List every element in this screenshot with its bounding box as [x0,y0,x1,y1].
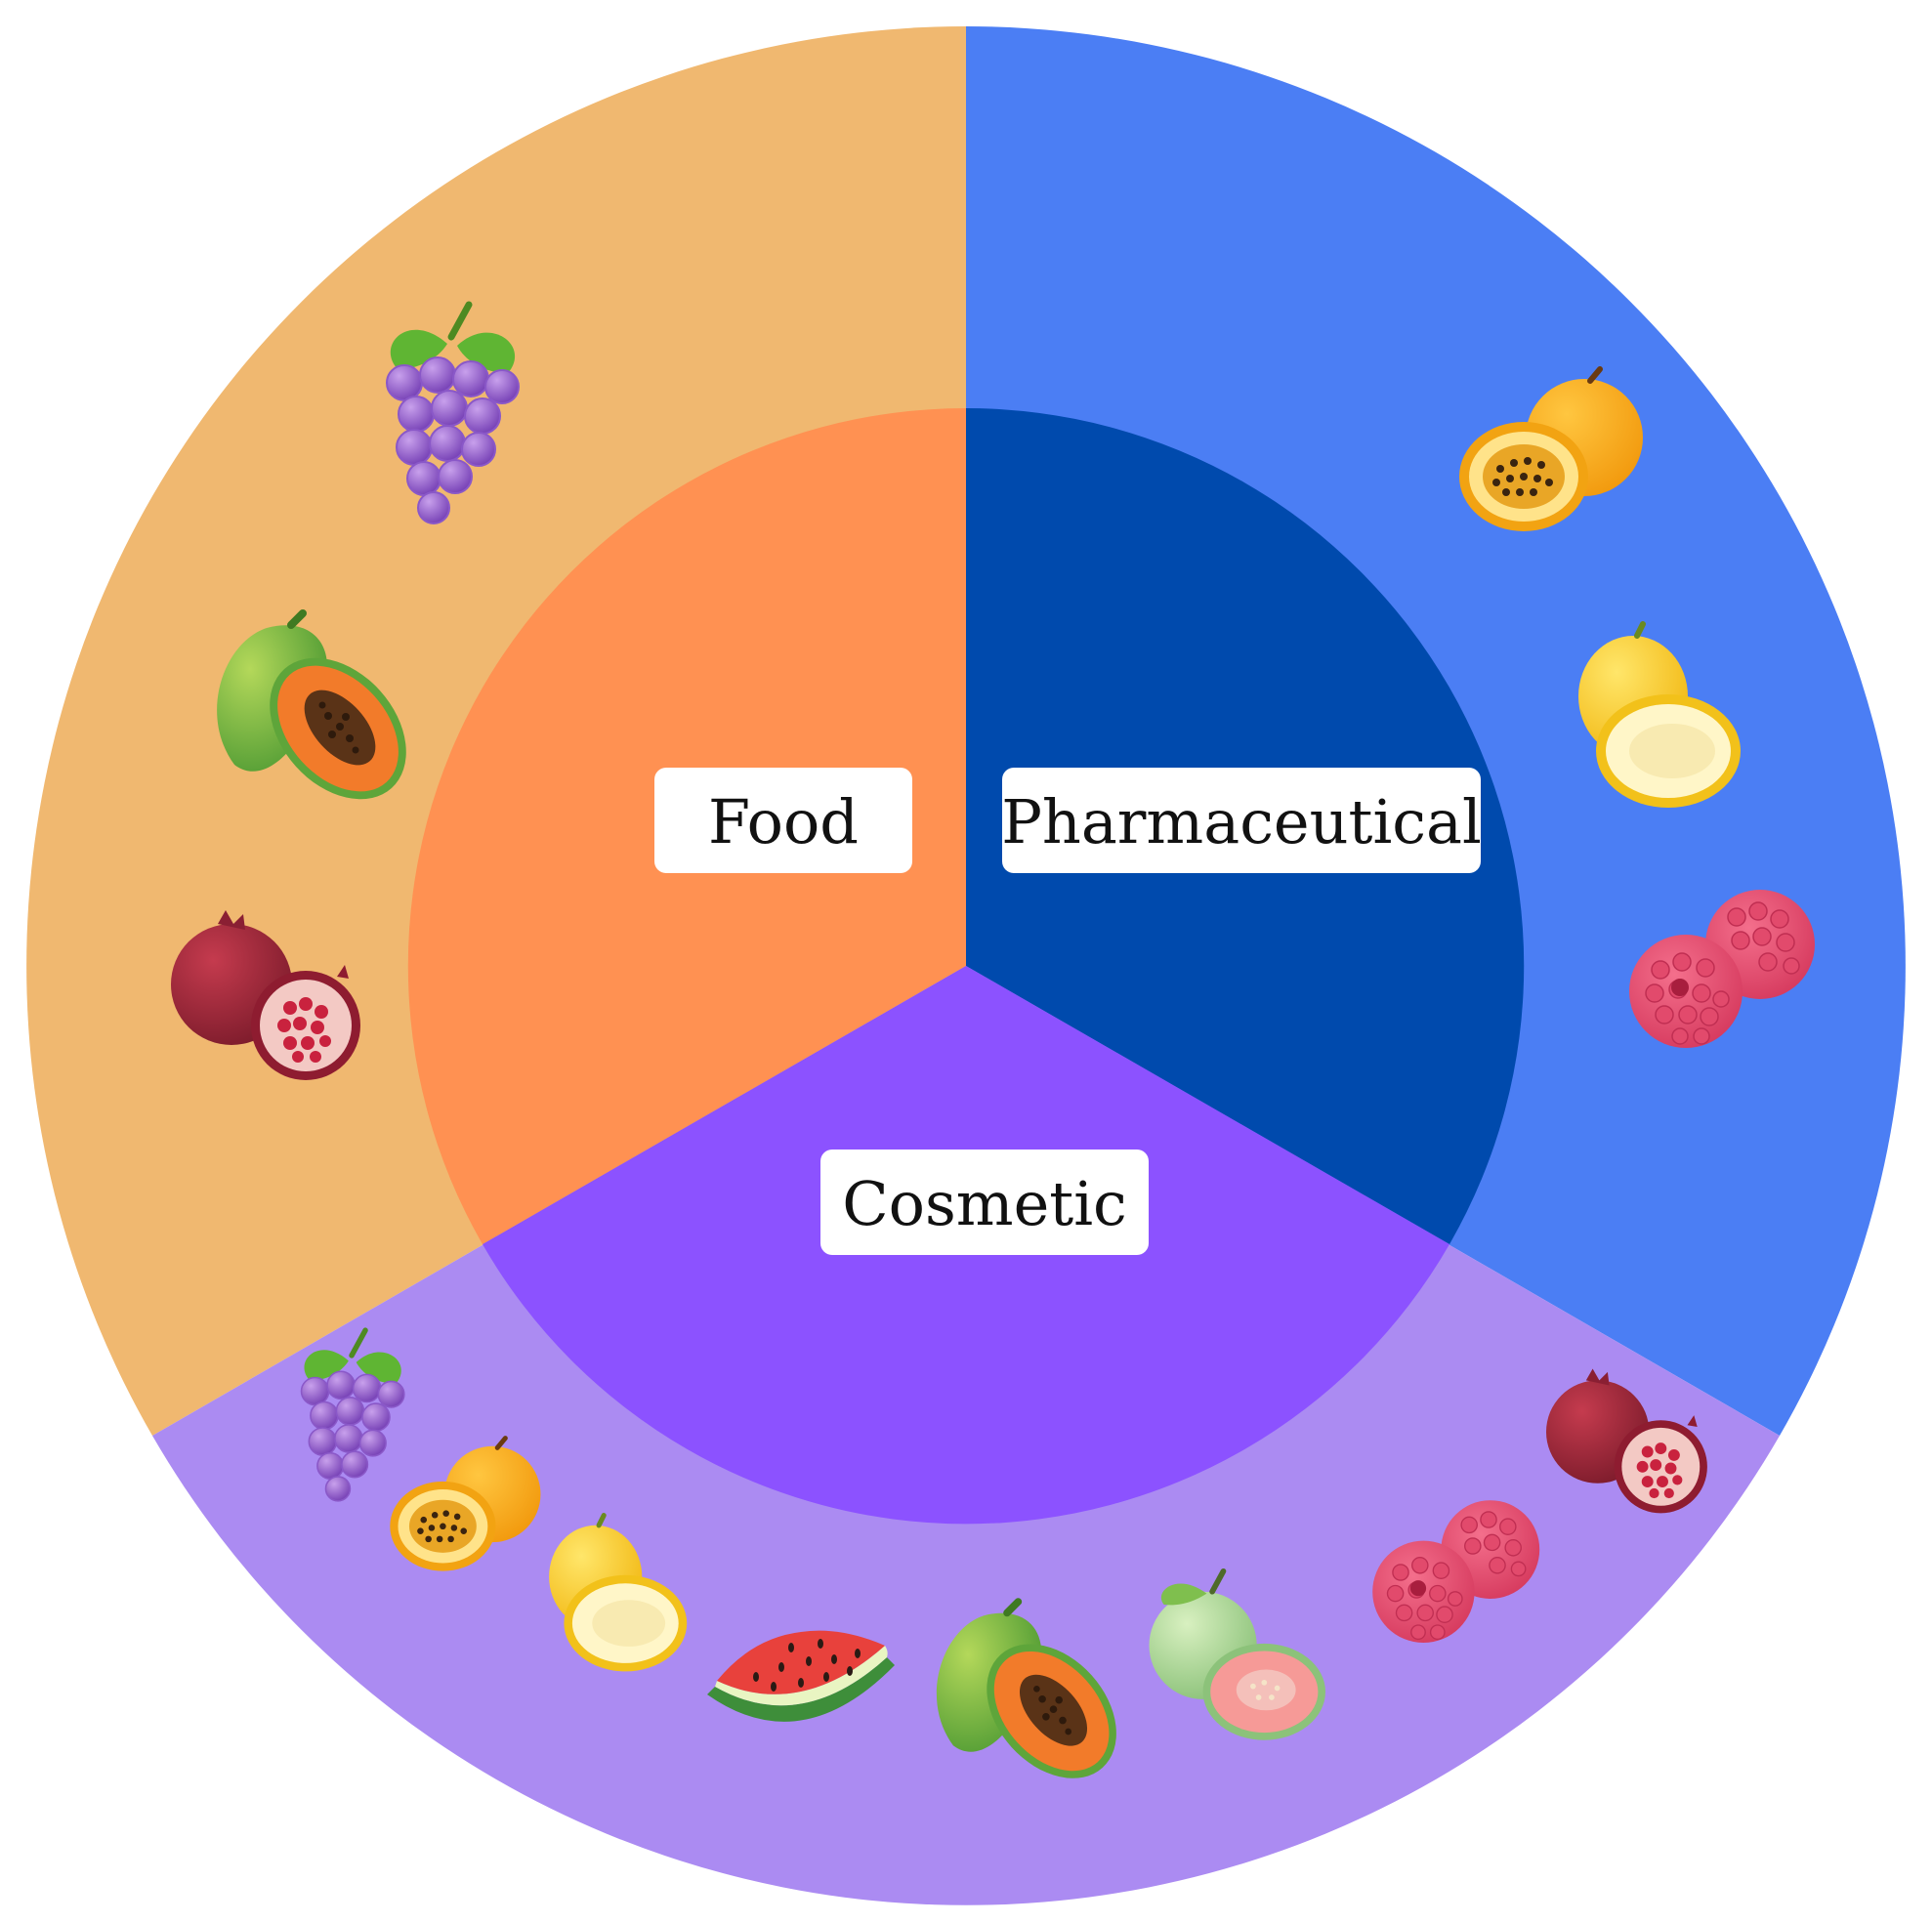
food-label-text: Food [708,786,859,857]
pharmaceutical-label: Pharmaceutical [1001,768,1482,873]
food-label: Food [654,768,912,873]
cosmetic-label-text: Cosmetic [842,1168,1127,1239]
cosmetic-label: Cosmetic [820,1150,1149,1255]
pharmaceutical-label-text: Pharmaceutical [1001,786,1482,857]
